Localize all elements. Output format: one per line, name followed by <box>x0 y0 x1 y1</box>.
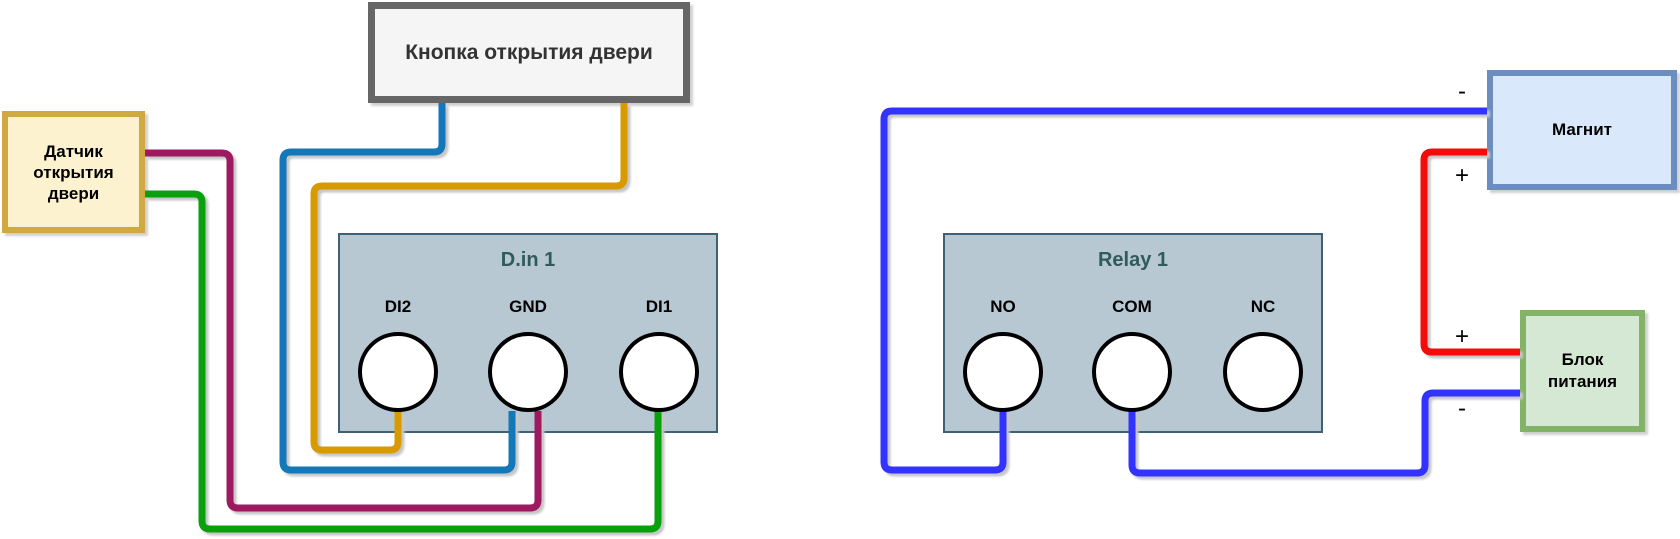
terminal-circle-nc <box>1223 332 1303 412</box>
terminal-label-no: NO <box>990 297 1016 316</box>
terminal-label-com: COM <box>1112 297 1152 316</box>
power-supply-node: Блок питания <box>1520 310 1645 432</box>
door-sensor-label: Датчик открытия двери <box>33 141 114 203</box>
terminal-label-gnd: GND <box>509 297 547 316</box>
wire-psu-to-com <box>1128 389 1520 477</box>
terminal-circle-no <box>963 332 1043 412</box>
wire-button-to-di2 <box>310 103 628 454</box>
terminal-label-nc: NC <box>1250 297 1276 316</box>
terminal-label-di1: DI1 <box>645 297 673 316</box>
terminal-circle-gnd <box>488 332 568 412</box>
door-open-button-node: Кнопка открытия двери <box>368 2 690 103</box>
power-supply-label: Блок питания <box>1547 350 1618 391</box>
terminal-label-di2: DI2 <box>384 297 412 316</box>
terminal-circle-di2 <box>358 332 438 412</box>
wire-sensor-to-gnd <box>145 149 542 512</box>
wire-magnet-to-no <box>880 107 1487 474</box>
wire-sensor-to-di1 <box>145 190 662 533</box>
magnet-minus-label: - <box>1458 78 1466 105</box>
magnet-node: Магнит <box>1487 70 1677 190</box>
door-sensor-node: Датчик открытия двери <box>2 111 145 233</box>
wire-magnet-to-psu <box>1420 148 1520 356</box>
door-open-button-label: Кнопка открытия двери <box>405 40 653 64</box>
psu-minus-label: - <box>1458 395 1466 422</box>
magnet-label: Магнит <box>1552 120 1612 139</box>
terminal-circle-di1 <box>619 332 699 412</box>
psu-plus-label: + <box>1454 323 1469 350</box>
din1-block-title: D.in 1 <box>500 249 556 271</box>
magnet-plus-label: + <box>1454 162 1469 189</box>
wire-button-to-gnd <box>279 103 516 474</box>
terminal-circle-com <box>1092 332 1172 412</box>
relay1-block-title: Relay 1 <box>1097 249 1169 271</box>
